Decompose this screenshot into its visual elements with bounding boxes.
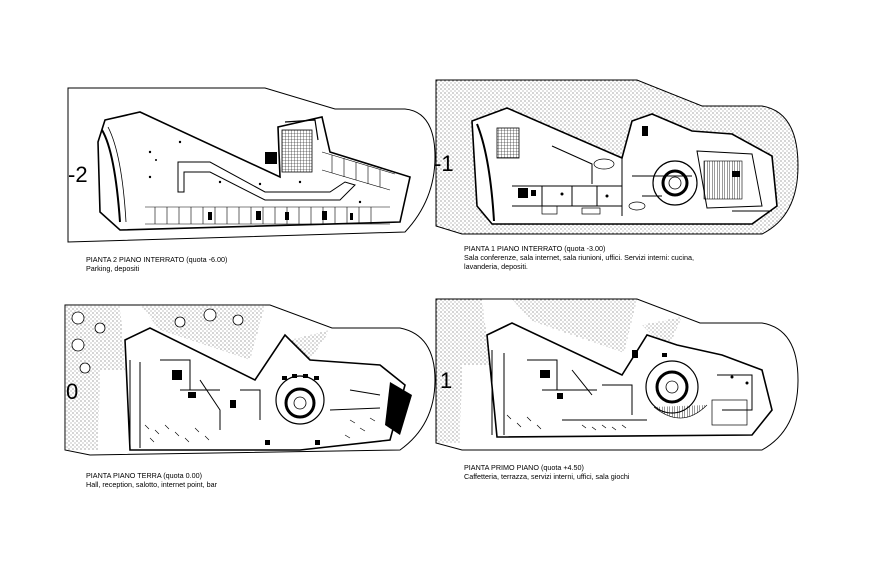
plan-description-line: Hall, reception, salotto, internet point… (86, 480, 218, 489)
level-label: -2 (68, 162, 88, 187)
plan-title: PIANTA 1 PIANO INTERRATO (quota -3.00) (464, 244, 606, 253)
plan-title: PIANTA 2 PIANO INTERRATO (quota -6.00) (86, 255, 228, 264)
plan-level-0 (60, 300, 440, 460)
plan-caption: PIANTA 1 PIANO INTERRATO (quota -3.00) S… (464, 244, 694, 271)
level-label: 1 (440, 368, 453, 393)
plan-description-line: Parking, depositi (86, 264, 140, 273)
plan-title: PIANTA PRIMO PIANO (quota +4.50) (464, 463, 584, 472)
plan-level-minus1 (432, 76, 802, 241)
plan-title: PIANTA PIANO TERRA (quota 0.00) (86, 471, 202, 480)
level-label: -1 (434, 151, 454, 176)
plan-level-1 (432, 295, 802, 457)
plan-description-line: lavanderia, depositi. (464, 262, 528, 271)
plan-caption: PIANTA PRIMO PIANO (quota +4.50) Caffett… (464, 463, 630, 481)
plan-description-line: Sala conferenze, sala internet, sala riu… (464, 253, 694, 262)
plan-caption: PIANTA PIANO TERRA (quota 0.00) Hall, re… (86, 471, 217, 489)
plan-level-minus2 (60, 82, 440, 252)
level-label: 0 (66, 379, 79, 404)
plan-caption: PIANTA 2 PIANO INTERRATO (quota -6.00) P… (86, 255, 227, 273)
plan-description-line: Caffetteria, terrazza, servizi interni, … (464, 472, 630, 481)
